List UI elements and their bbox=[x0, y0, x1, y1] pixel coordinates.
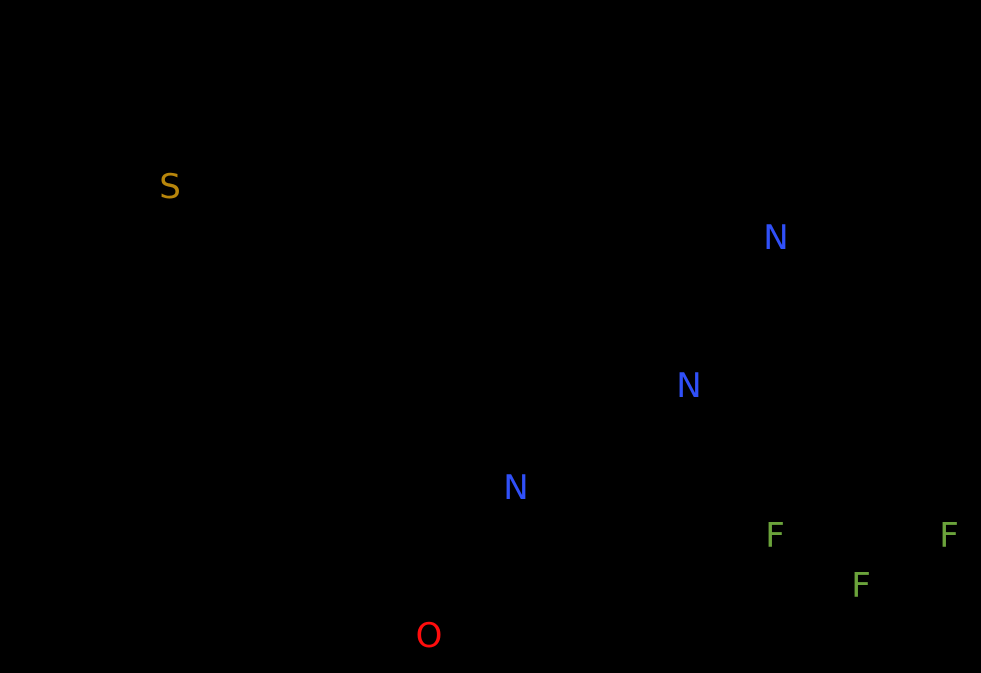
atom-nitrogen-1: N bbox=[763, 218, 789, 258]
atom-sulfur: S bbox=[159, 167, 181, 207]
atom-nitrogen-3: N bbox=[503, 468, 529, 508]
atom-oxygen: O bbox=[415, 616, 443, 656]
atom-fluorine-3: F bbox=[851, 566, 871, 606]
atom-nitrogen-2: N bbox=[676, 366, 702, 406]
atom-fluorine-2: F bbox=[939, 516, 959, 556]
atom-fluorine-1: F bbox=[765, 516, 785, 556]
